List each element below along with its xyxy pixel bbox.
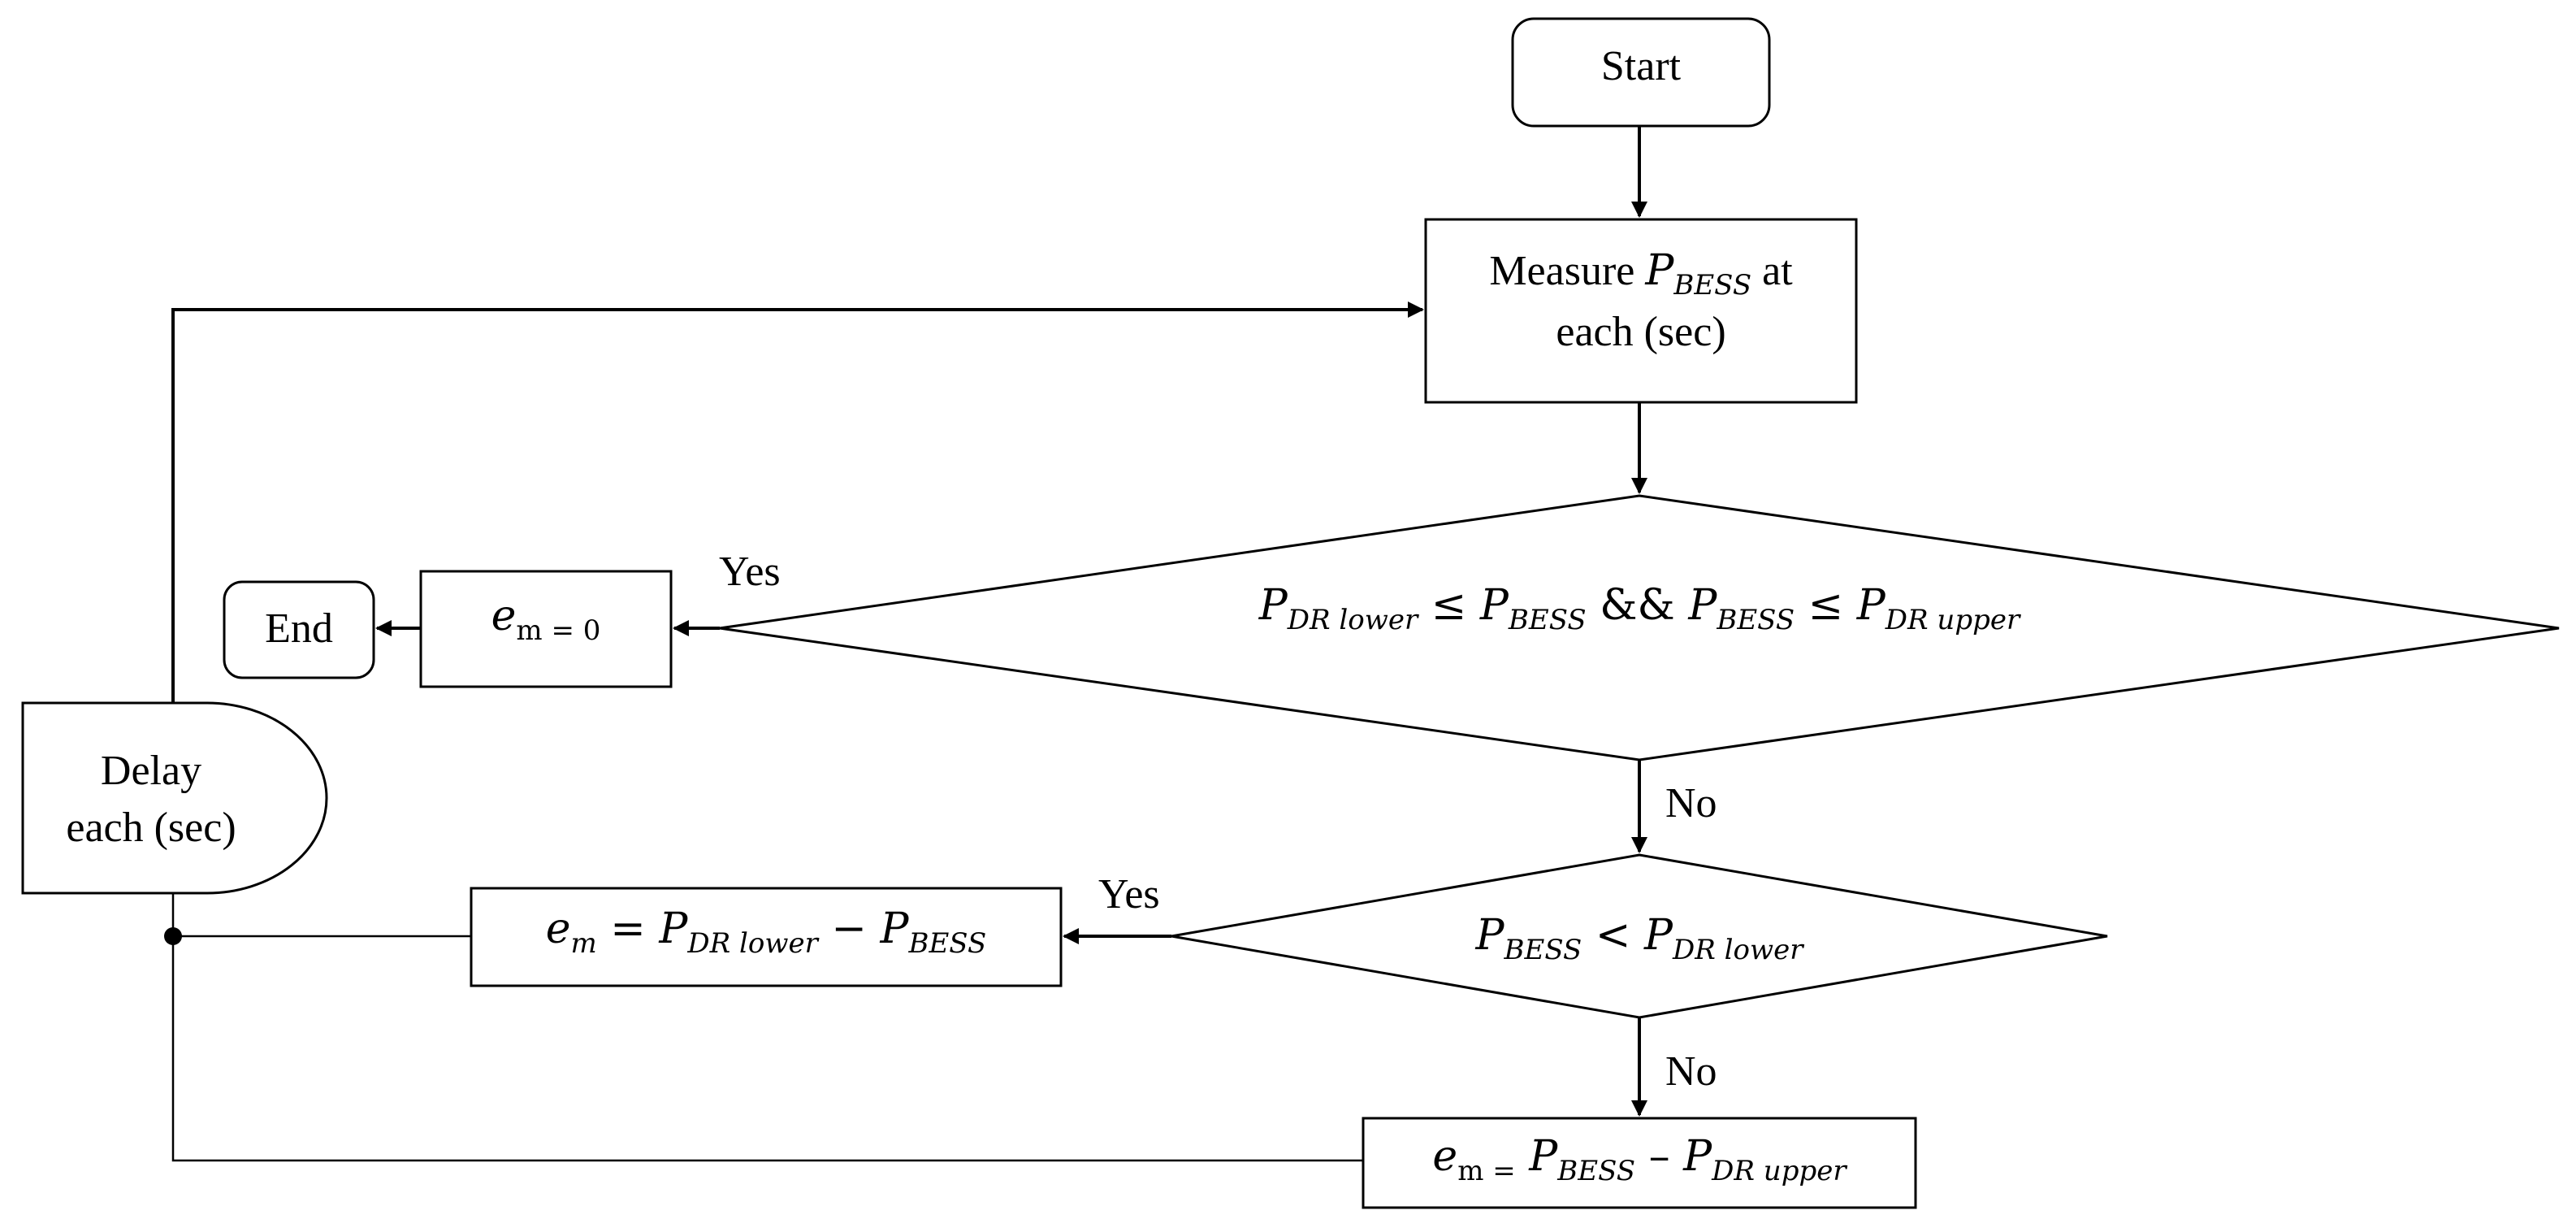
em-lower-box <box>470 887 1063 987</box>
measure-line2: each (sec) <box>1556 309 1725 355</box>
em-upper-feedback-line <box>171 893 1363 1162</box>
delay-line2: each (sec) <box>66 805 236 851</box>
em-lower-label: em = PDR lower − PBESS <box>546 904 987 963</box>
decision1-condition: PDR lower ≤ PBESS && PBESS ≤ PDR upper <box>1258 581 2021 640</box>
delay-line1: Delay <box>101 748 201 794</box>
end-terminal <box>223 580 375 679</box>
yes1-label: Yes <box>719 549 781 595</box>
no2-label: No <box>1665 1048 1717 1095</box>
measure-process-box <box>1424 218 1858 404</box>
delay-feedback-arrow <box>171 301 1424 703</box>
yes2-label: Yes <box>1098 871 1160 918</box>
em-zero-label: em = 0 <box>491 592 601 647</box>
delay-shape <box>21 701 328 895</box>
junction-dot <box>164 927 182 945</box>
start-label: Start <box>1601 43 1682 89</box>
em-upper-label: em = PBESS – PDR upper <box>1432 1132 1847 1191</box>
decision2-condition: PBESS < PDR lower <box>1475 911 1805 970</box>
no1-label: No <box>1665 780 1717 826</box>
measure-line1: Measure PBESS at <box>1489 246 1793 304</box>
end-label: End <box>265 605 333 652</box>
em-upper-box <box>1362 1117 1917 1209</box>
